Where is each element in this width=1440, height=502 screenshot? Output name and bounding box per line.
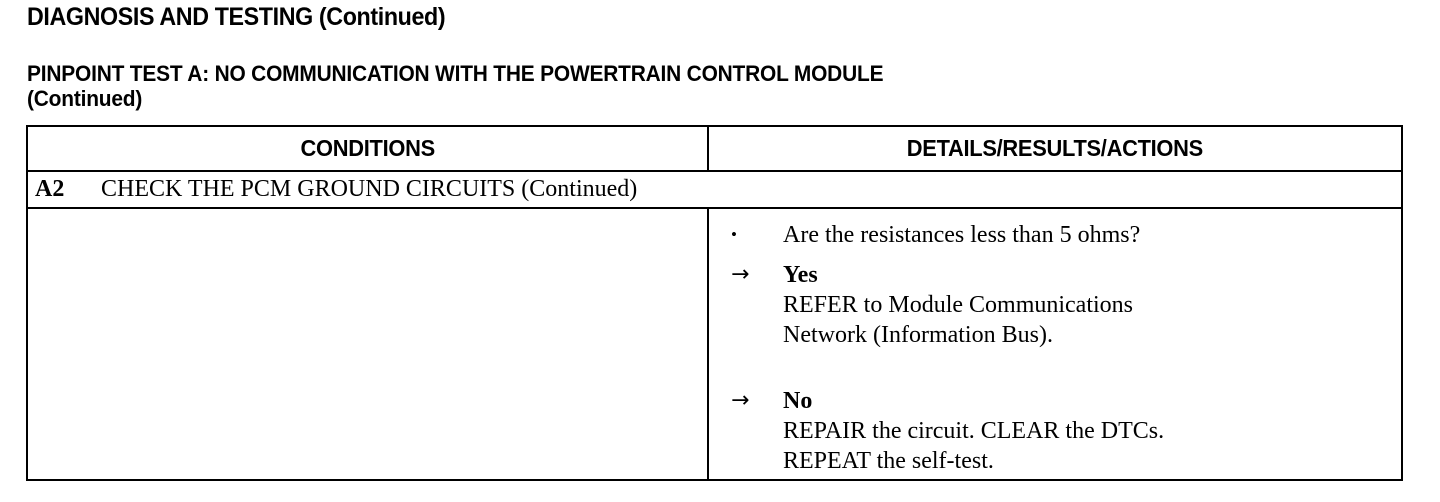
step-id: A2 bbox=[35, 176, 65, 202]
branch-yes-body-line2: Network (Information Bus). bbox=[783, 322, 1053, 348]
step-title: CHECK THE PCM GROUND CIRCUITS (Continued… bbox=[101, 176, 638, 202]
table-header-conditions: CONDITIONS bbox=[28, 127, 707, 170]
branch-yes-body-line1: REFER to Module Communications bbox=[783, 292, 1134, 318]
heading-block: DIAGNOSIS AND TESTING (Continued) PINPOI… bbox=[27, 0, 1417, 111]
pinpoint-test-heading-line2: (Continued) bbox=[27, 86, 143, 111]
bullet-icon: • bbox=[731, 225, 737, 244]
branch-no-body: REPAIR the circuit. CLEAR the DTCs. REPE… bbox=[783, 416, 1393, 476]
branch-yes-body: REFER to Module Communications Network (… bbox=[783, 290, 1393, 350]
table-header-details-label: DETAILS/RESULTS/ACTIONS bbox=[906, 135, 1204, 161]
detail-question-text: Are the resistances less than 5 ohms? bbox=[783, 222, 1141, 248]
detail-branch-yes: → Yes REFER to Module Communications Net… bbox=[709, 260, 1401, 350]
branch-yes-content: Yes REFER to Module Communications Netwo… bbox=[783, 260, 1401, 350]
table-body-row: • Are the resistances less than 5 ohms? … bbox=[28, 209, 1401, 479]
branch-yes-label: Yes bbox=[783, 262, 818, 288]
table-header-row: CONDITIONS DETAILS/RESULTS/ACTIONS bbox=[28, 127, 1401, 172]
pinpoint-test-table: CONDITIONS DETAILS/RESULTS/ACTIONS A2 CH… bbox=[26, 125, 1403, 481]
detail-branch-no: → No REPAIR the circuit. CLEAR the DTCs.… bbox=[709, 386, 1401, 476]
detail-question-text-wrap: Are the resistances less than 5 ohms? bbox=[783, 220, 1401, 250]
pinpoint-test-heading: PINPOINT TEST A: NO COMMUNICATION WITH T… bbox=[27, 32, 1348, 111]
pinpoint-test-heading-line1: PINPOINT TEST A: NO COMMUNICATION WITH T… bbox=[27, 61, 884, 86]
branch-no-body-line1: REPAIR the circuit. CLEAR the DTCs. bbox=[783, 418, 1165, 444]
table-step-row: A2 CHECK THE PCM GROUND CIRCUITS (Contin… bbox=[28, 172, 1401, 209]
table-header-conditions-label: CONDITIONS bbox=[300, 135, 435, 161]
arrow-right-icon: → bbox=[731, 262, 750, 287]
table-header-details: DETAILS/RESULTS/ACTIONS bbox=[707, 127, 1401, 170]
details-cell: • Are the resistances less than 5 ohms? … bbox=[707, 209, 1401, 479]
branch-no-label: No bbox=[783, 388, 813, 414]
branch-no-content: No REPAIR the circuit. CLEAR the DTCs. R… bbox=[783, 386, 1401, 476]
section-heading: DIAGNOSIS AND TESTING (Continued) bbox=[27, 3, 446, 31]
detail-question: • Are the resistances less than 5 ohms? bbox=[709, 220, 1401, 250]
branch-no-body-line2: REPEAT the self-test. bbox=[783, 448, 994, 474]
arrow-right-icon: → bbox=[731, 388, 750, 413]
conditions-cell bbox=[28, 209, 707, 479]
